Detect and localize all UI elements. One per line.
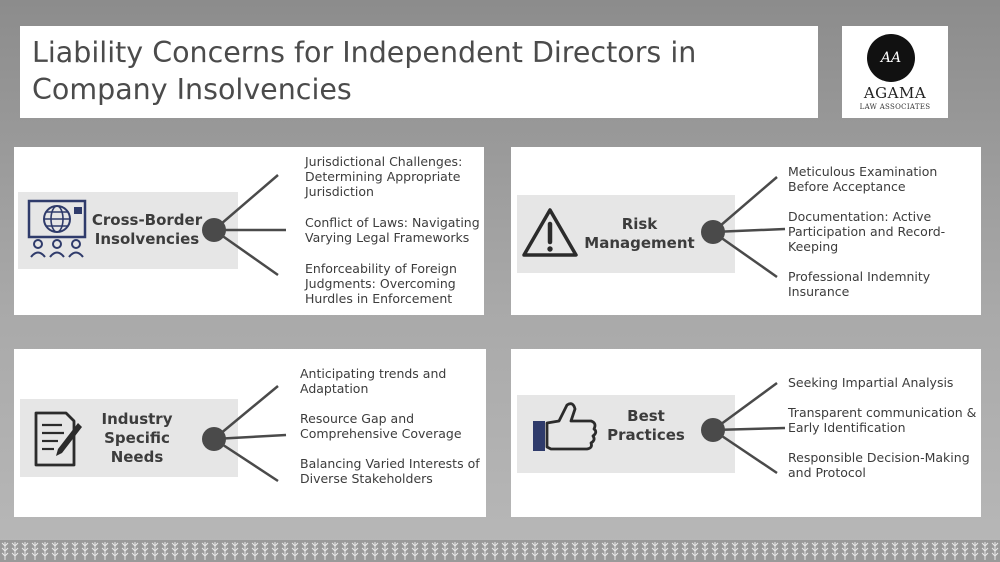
list-item: Resource Gap and Comprehensive Coverage: [300, 411, 462, 441]
card-best-practices: Best Practices Seeking Impartial Analysi…: [511, 349, 981, 517]
warning-triangle-icon: [521, 207, 579, 259]
category-label: Risk Management: [584, 215, 695, 252]
list-item: Jurisdictional Challenges: Determining A…: [305, 154, 463, 199]
logo: AA AGAMA LAW ASSOCIATES: [842, 26, 948, 118]
list-item: Conflict of Laws: Navigating Varying Leg…: [305, 215, 480, 245]
branch-connector: [202, 174, 286, 277]
label-box: [517, 395, 735, 473]
list-item: Professional Indemnity Insurance: [788, 269, 931, 299]
logo-name: AGAMA: [863, 84, 927, 102]
list-item: Enforceability of Foreign Judgments: Ove…: [305, 261, 457, 306]
label-box: [517, 195, 735, 273]
list-item: Transparent communication & Early Identi…: [788, 405, 977, 435]
thumbs-up-icon: [529, 399, 601, 455]
list-item: Balancing Varied Interests of Diverse St…: [300, 456, 480, 486]
logo-mark: AA: [867, 34, 915, 82]
list-item: Seeking Impartial Analysis: [788, 375, 954, 390]
title-box: Liability Concerns for Independent Direc…: [20, 26, 818, 118]
card-risk-management: Risk Management Meticulous Examination B…: [511, 147, 981, 315]
list-item: Documentation: Active Participation and …: [788, 209, 946, 254]
list-item: Anticipating trends and Adaptation: [300, 366, 447, 396]
document-pen-icon: [32, 409, 84, 469]
card-industry-specific-needs: Industry Specific Needs Anticipating tre…: [14, 349, 486, 517]
card-cross-border: Cross-Border Insolvencies Jurisdictional…: [14, 147, 484, 315]
category-label: Cross-Border Insolvencies: [91, 211, 203, 248]
category-label: Best Practices: [607, 407, 685, 444]
branch-connector: [202, 385, 287, 483]
globe-presentation-icon: [26, 199, 88, 261]
logo-subtitle: LAW ASSOCIATES: [859, 103, 931, 111]
decorative-footer-band: [0, 540, 1000, 562]
category-label: Industry Specific Needs: [101, 410, 173, 466]
branch-connector: [701, 381, 786, 475]
branch-connector: [701, 176, 786, 279]
list-item: Responsible Decision-Making and Protocol: [788, 450, 970, 480]
page-title: Liability Concerns for Independent Direc…: [32, 36, 697, 106]
list-item: Meticulous Examination Before Acceptance: [788, 164, 938, 194]
